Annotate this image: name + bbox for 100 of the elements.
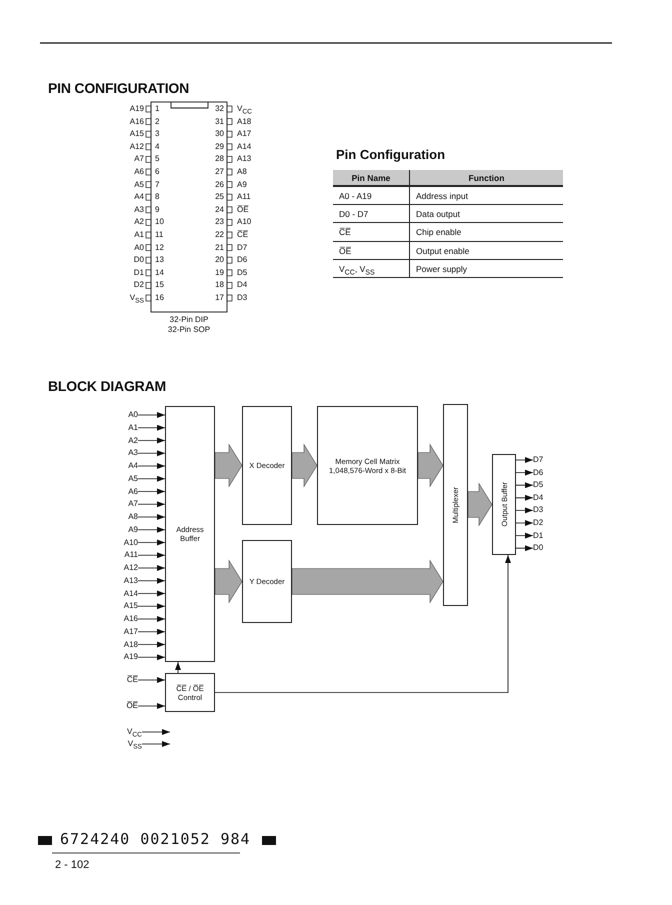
signal-name: A9 [106, 524, 138, 536]
signal-name: A0 [106, 409, 138, 421]
pin-number: 25 [214, 191, 224, 204]
signal-name: D1 [533, 530, 555, 542]
arrow [138, 424, 166, 431]
pin-name: C̅E̅ [237, 229, 250, 241]
block-arrow [292, 443, 318, 488]
arrow [138, 540, 166, 546]
pin-number: 27 [214, 166, 224, 178]
pin-name: O̅E̅ [237, 204, 250, 216]
signal-name: A15 [106, 600, 138, 612]
signal-name: D4 [533, 492, 555, 504]
pin-name: A12 [128, 140, 144, 153]
signal-name: A10 [106, 536, 138, 548]
pin-name: A14 [237, 140, 252, 153]
pin-number: 4 [155, 140, 160, 153]
arrow [138, 677, 166, 683]
arrow [516, 520, 534, 526]
pin-name: A10 [237, 216, 252, 228]
function-block [317, 406, 418, 525]
pin-name: A17 [237, 128, 252, 140]
pin-number: 31 [214, 116, 224, 128]
pin-number: 23 [214, 216, 224, 228]
block-arrow [214, 559, 242, 604]
signal-name: D6 [533, 466, 555, 479]
pin-name: D0 [132, 254, 144, 266]
pin-number: 3 [155, 128, 160, 140]
arrow [138, 412, 166, 418]
arrow [138, 514, 166, 520]
block-arrow [468, 482, 492, 527]
function-block [165, 673, 215, 712]
table-cell: C̅E̅ [333, 223, 410, 242]
signal-name: A8 [106, 511, 138, 523]
signal-name: D3 [533, 504, 555, 516]
arrow [516, 457, 534, 463]
pin-name: A7 [133, 153, 144, 166]
pin-name: D4 [237, 279, 248, 292]
arrow [138, 578, 166, 584]
function-block [242, 540, 292, 623]
pin-number: 5 [155, 153, 160, 166]
page-number: 2 - 102 [55, 859, 90, 871]
pin-number: 12 [155, 242, 165, 254]
pin-name: A1 [133, 229, 144, 241]
pin-name: D5 [237, 266, 248, 279]
pin-name: D6 [237, 254, 248, 266]
signal-name: A16 [106, 613, 138, 625]
arrow [516, 545, 534, 552]
signal-name: A5 [106, 472, 138, 485]
pin-number: 2 [155, 116, 160, 128]
pin-number: 21 [214, 242, 224, 254]
pin-number: 7 [155, 178, 160, 191]
pin-number: 9 [155, 204, 160, 216]
arrow [138, 438, 166, 444]
signal-name: C̅E̅ [106, 674, 138, 686]
signal-name: V$_{CC}$ [110, 726, 142, 738]
pin-name: A19 [128, 103, 144, 115]
arrow [516, 482, 534, 488]
pin-number: 15 [155, 279, 165, 292]
section-heading: BLOCK DIAGRAM [48, 378, 166, 394]
pin-number: 11 [155, 229, 164, 241]
arrow [138, 463, 166, 469]
signal-name: A19 [106, 651, 138, 664]
pin-name: D3 [237, 292, 248, 304]
function-block [165, 406, 215, 662]
pin-name: A5 [133, 178, 144, 191]
arrow [138, 552, 166, 558]
pin-number: 1 [155, 103, 160, 115]
pin-number: 29 [214, 140, 224, 153]
signal-name: A18 [106, 638, 138, 650]
arrow [138, 565, 166, 571]
table-cell: V$_{CC}$, V$_{SS}$ [333, 260, 410, 278]
arrow [516, 532, 534, 539]
signal-name: A17 [106, 626, 138, 638]
pin-name: A11 [237, 191, 252, 204]
pin-number: 26 [214, 178, 224, 191]
signal-name: A12 [106, 562, 138, 574]
table-header-cell: Function [410, 170, 563, 187]
table-cell: O̅E̅ [333, 242, 410, 260]
arrow [214, 554, 511, 693]
signal-name: A11 [106, 549, 138, 562]
pin-number: 32 [214, 103, 224, 115]
pin-number: 6 [155, 166, 160, 178]
function-block [492, 454, 516, 555]
arrow [138, 703, 166, 709]
arrow [138, 501, 166, 508]
table-header-cell: Pin Name [333, 170, 410, 187]
pin-name: A3 [133, 204, 144, 216]
pin-number: 19 [214, 266, 224, 279]
pin-name: V$_{SS}$ [128, 292, 144, 304]
signal-name: A14 [106, 588, 138, 600]
arrow [138, 488, 166, 494]
arrow [138, 654, 166, 660]
arrow [516, 494, 534, 501]
signal-name: D7 [533, 454, 555, 466]
signal-name: D2 [533, 517, 555, 529]
signal-name: A7 [106, 498, 138, 510]
pin-number: 8 [155, 191, 160, 204]
pin-name: A16 [128, 116, 144, 128]
table-cell: D0 - D7 [333, 205, 410, 224]
signal-name: A13 [106, 574, 138, 587]
